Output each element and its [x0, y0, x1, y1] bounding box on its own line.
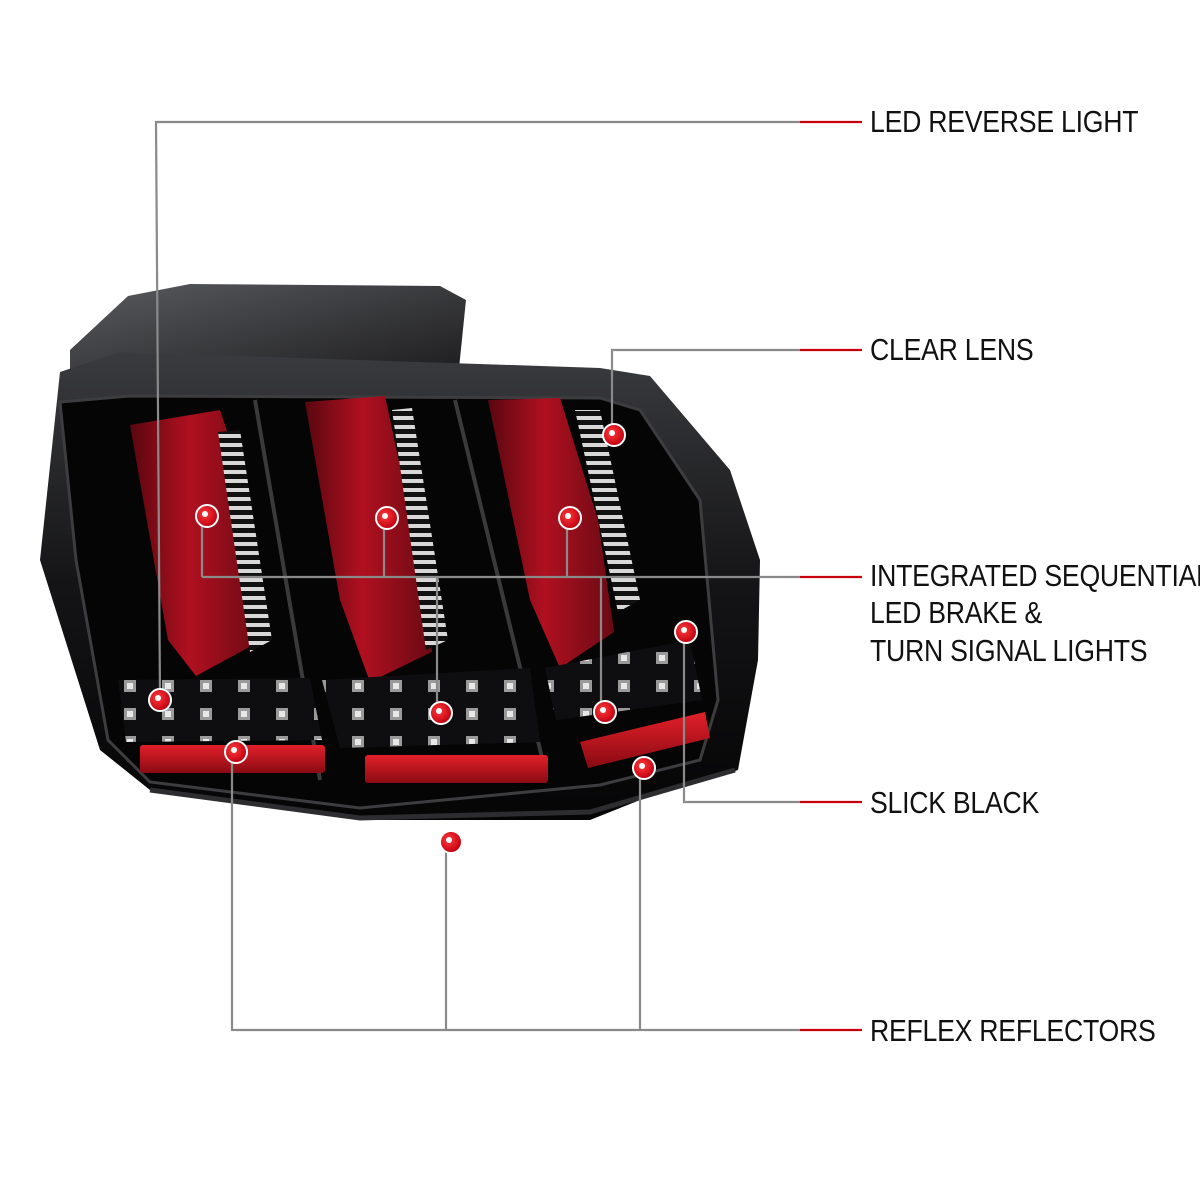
- reflector-center: [365, 755, 548, 783]
- leader-lines: [154, 120, 862, 1032]
- label-sequential-line3: TURN SIGNAL LIGHTS: [870, 633, 1148, 668]
- bottom-trim: [149, 767, 736, 821]
- leader-black: [682, 634, 800, 804]
- reflector-right: [580, 712, 710, 768]
- ribs-center: [392, 408, 448, 650]
- leader-reverse: [154, 120, 800, 699]
- ribs-right: [575, 410, 640, 612]
- label-clear-lens: CLEAR LENS: [870, 332, 1034, 367]
- label-led-reverse-light: LED REVERSE LIGHT: [870, 104, 1139, 139]
- callout-dot: [375, 506, 399, 530]
- label-slick-black: SLICK BLACK: [870, 785, 1040, 820]
- callout-dot: [558, 506, 582, 530]
- callout-dot: [439, 830, 463, 854]
- label-reflex-reflectors: REFLEX REFLECTORS: [870, 1013, 1156, 1048]
- leader-lens: [610, 348, 800, 435]
- callout-dot: [224, 740, 248, 764]
- tail-light-assembly: [40, 284, 760, 821]
- callout-dot: [429, 701, 453, 725]
- led-array-right: [545, 640, 702, 720]
- callout-dot: [593, 700, 617, 724]
- callout-dots: [148, 423, 698, 854]
- label-sequential-line1: INTEGRATED SEQUENTIAL: [870, 558, 1200, 593]
- callout-dot: [195, 504, 219, 528]
- ribs-left: [218, 430, 272, 652]
- label-sequential-line2: LED BRAKE &: [870, 595, 1043, 630]
- leader-reflex-left: [230, 752, 800, 1032]
- red-bar-right: [488, 398, 614, 668]
- callout-dot: [674, 620, 698, 644]
- callout-dot: [148, 688, 172, 712]
- callout-dot: [602, 423, 626, 447]
- callout-dot: [632, 756, 656, 780]
- led-array-left: [118, 678, 322, 742]
